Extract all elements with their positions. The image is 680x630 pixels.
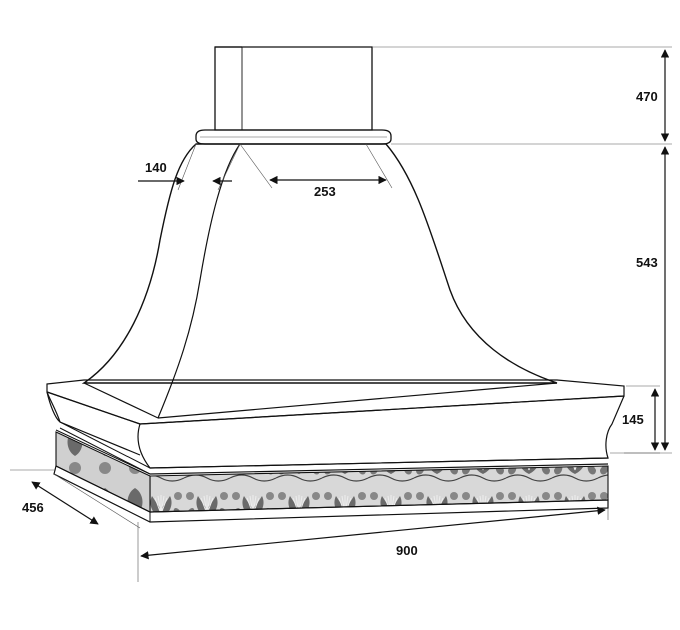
base-cornice: [46, 379, 625, 475]
dimension-label-145: 145: [622, 412, 644, 427]
dimension-width: 900: [137, 506, 609, 582]
ornamental-frieze: [53, 429, 609, 523]
dimension-label-543: 543: [636, 255, 658, 270]
collar-ring: [195, 129, 392, 145]
dimension-label-253: 253: [314, 184, 336, 199]
dimension-label-456: 456: [22, 500, 44, 515]
dimension-depth: 456: [10, 469, 141, 529]
dimension-canopy-height: 543: [624, 146, 672, 454]
dimension-collar-width: 253: [239, 143, 393, 199]
dimension-base-height: 145: [610, 385, 660, 454]
dimension-label-900: 900: [396, 543, 418, 558]
dimension-label-140: 140: [145, 160, 167, 175]
chimney: [214, 46, 373, 131]
dimension-collar-offset: 140: [138, 143, 241, 191]
dimension-chimney-height: 470: [372, 46, 672, 145]
dimension-label-470: 470: [636, 89, 658, 104]
